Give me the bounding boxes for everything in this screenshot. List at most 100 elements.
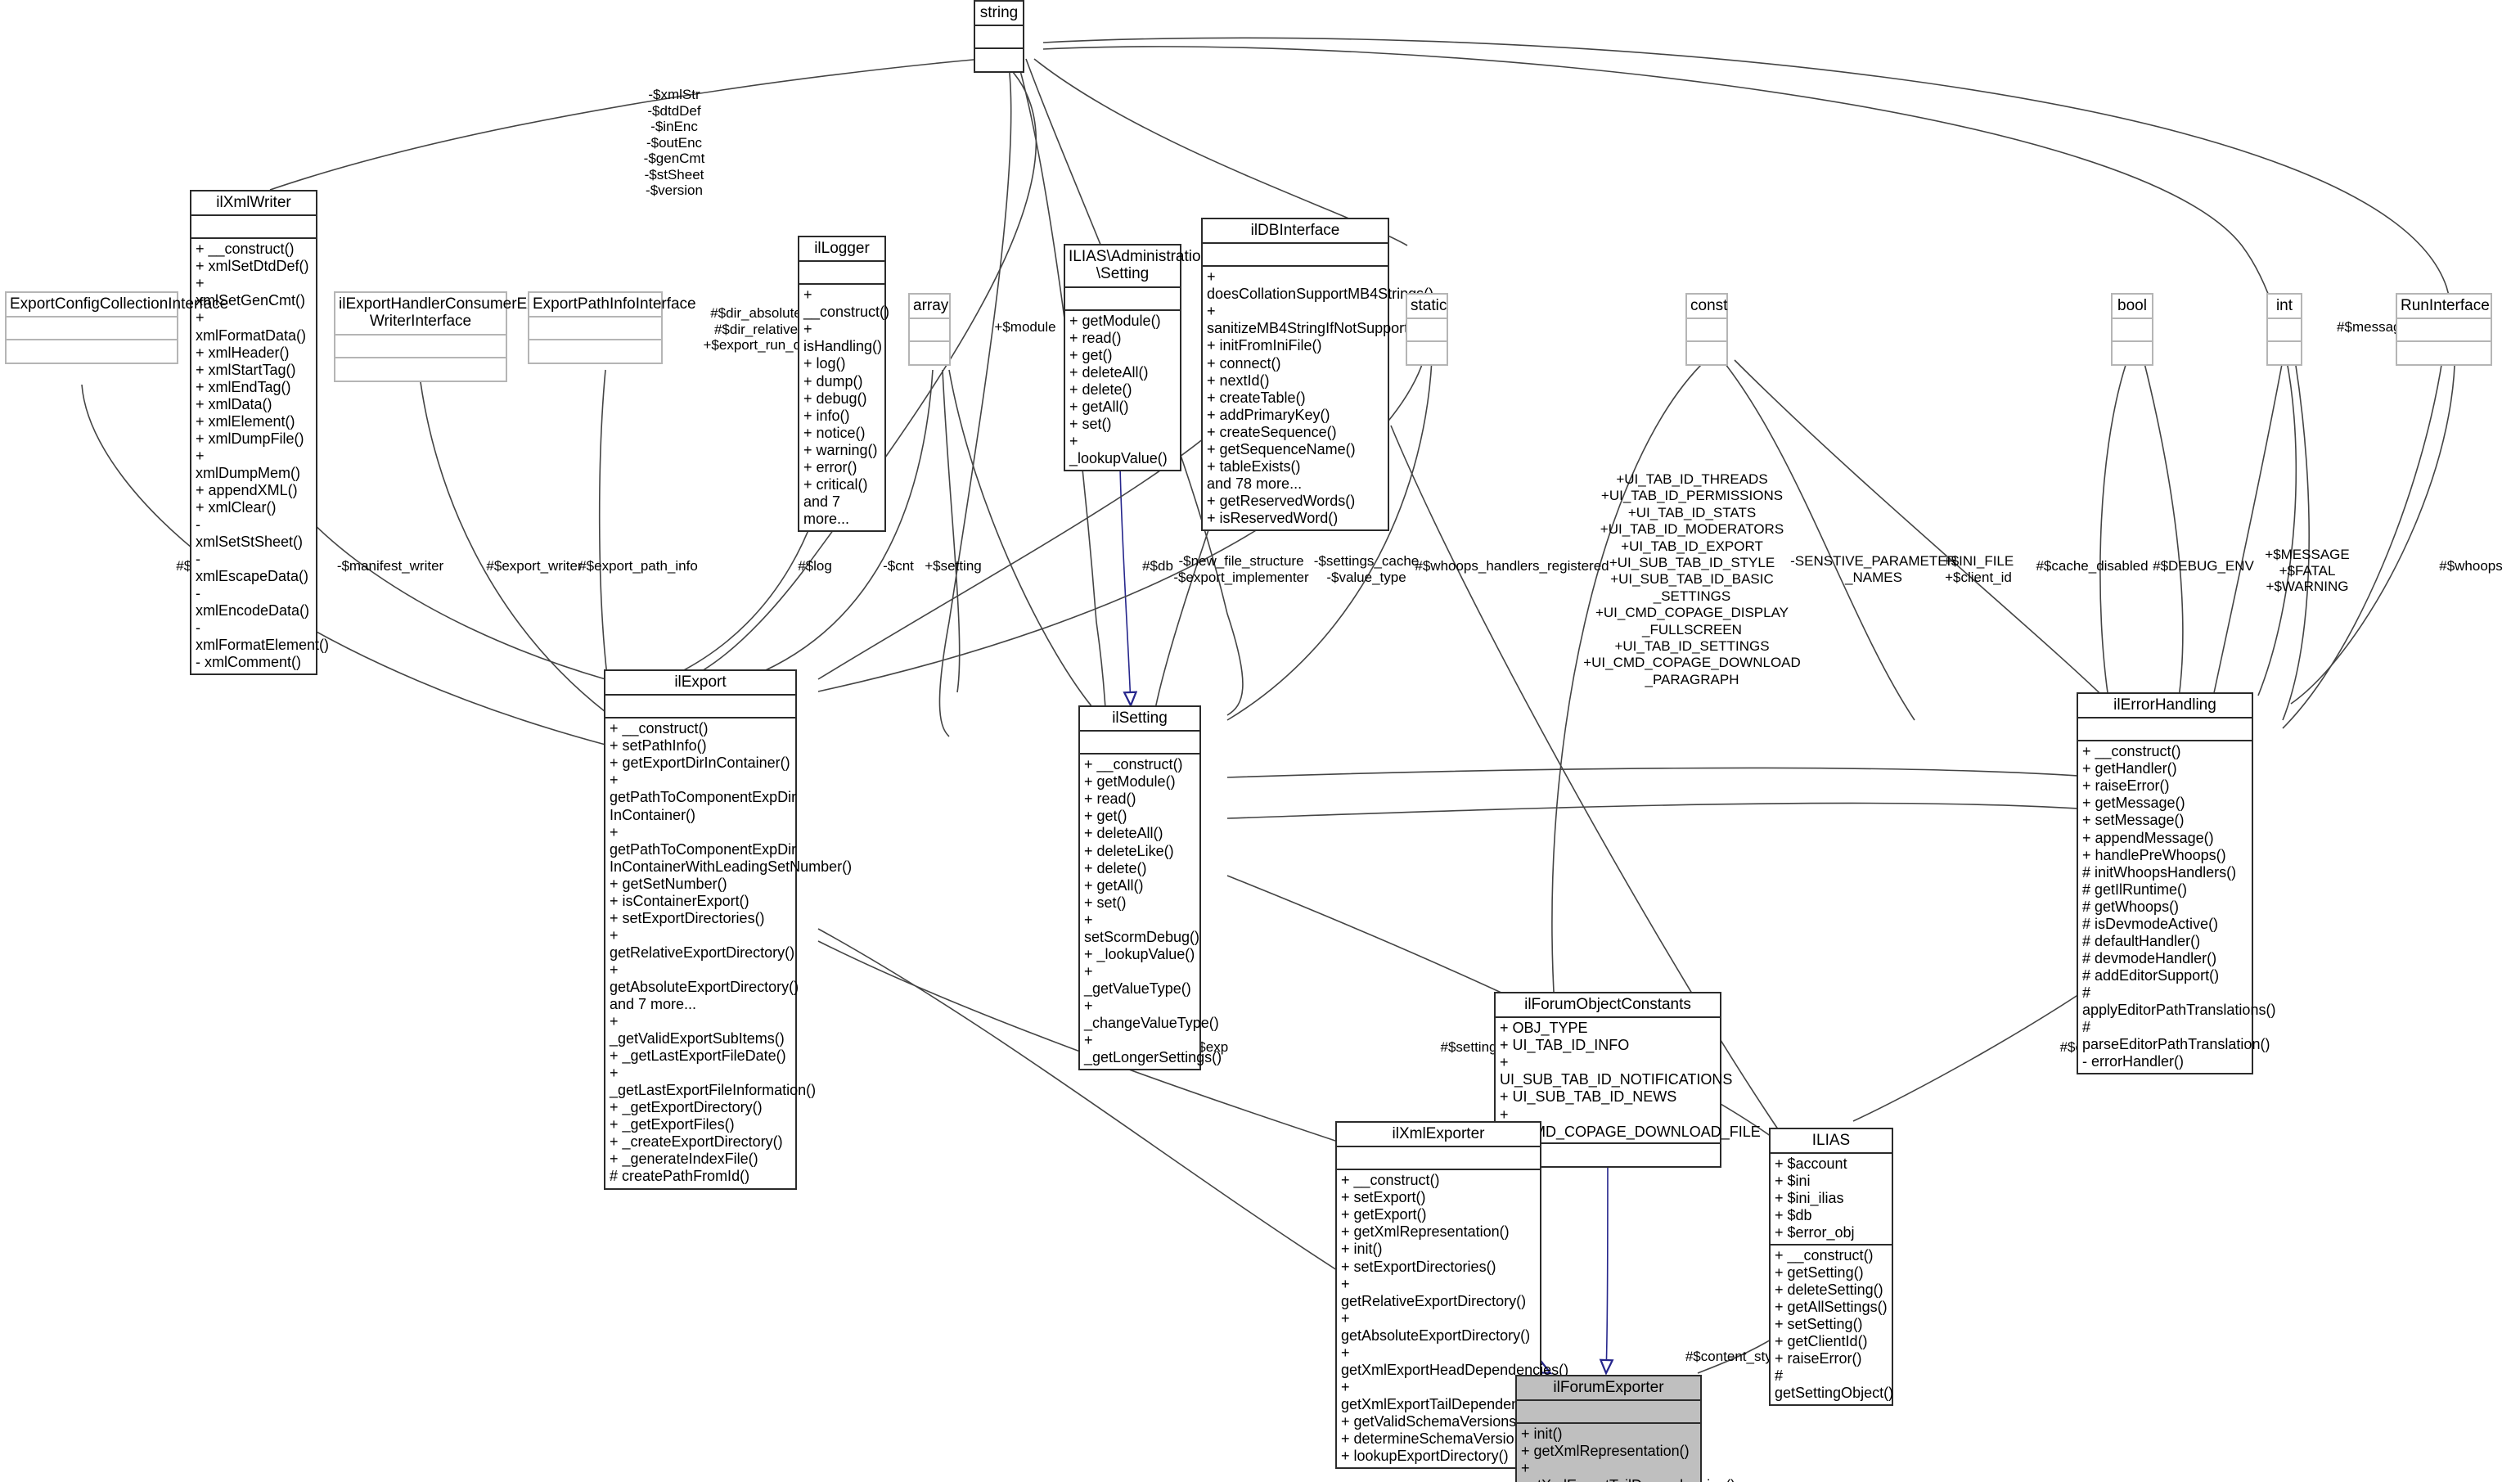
member-line: and 7 more... — [610, 996, 697, 1013]
node-RunInterface[interactable]: RunInterface — [2396, 293, 2492, 367]
node-ilExportHandlerConsumerExportWriterInterface[interactable]: ilExportHandlerConsumerExport WriterInte… — [334, 291, 561, 382]
member-line: + getXmlExportHeadDependencies() — [1341, 1344, 1569, 1378]
node-bool[interactable]: bool — [2111, 293, 2153, 367]
member-line: + getExportDirInContainer() — [610, 755, 790, 772]
member-line: + get() — [1069, 346, 1113, 363]
member-line: + __construct() — [1775, 1246, 1874, 1264]
node-title: ilXmlWriter — [191, 191, 316, 217]
member-line: + getAllSettings() — [1775, 1298, 1888, 1315]
node-ops — [2113, 342, 2152, 364]
member-line: + xmlStartTag() — [196, 361, 296, 378]
member-line: + setPathInfo() — [610, 737, 707, 755]
member-line: + handlePreWhoops() — [2082, 846, 2226, 863]
member-line: + get() — [1084, 808, 1127, 825]
node-title: static — [1407, 295, 1447, 320]
member-line: + getSequenceName() — [1207, 440, 1356, 457]
member-line: + _getLastExportFileDate() — [610, 1047, 786, 1065]
node-title: ExportPathInfoInterface — [529, 293, 696, 318]
node-const[interactable]: const — [1685, 293, 1728, 367]
member-line: + xmlSetGenCmt() — [196, 275, 306, 309]
member-line: + getModule() — [1084, 773, 1176, 791]
edge-label-export-path-info: #$export_path_info — [578, 558, 698, 574]
node-title: RunInterface — [2397, 295, 2491, 320]
node-ILIAS[interactable]: ILIAS + $account+ $ini+ $ini_ilias+ $db+… — [1769, 1128, 1893, 1406]
member-line: + xmlEndTag() — [196, 378, 291, 395]
member-line: + debug() — [803, 390, 867, 407]
member-line: + $ini — [1775, 1173, 1811, 1190]
node-array[interactable]: array — [908, 293, 951, 367]
member-line: + appendXML() — [196, 481, 298, 498]
member-line: + setExportDirectories() — [1341, 1258, 1496, 1275]
node-ExportConfigCollectionInterface[interactable]: ExportConfigCollectionInterface — [5, 291, 228, 365]
node-attrs — [2268, 319, 2301, 343]
member-line: - xmlEncodeData() — [196, 585, 310, 619]
node-title: ILIAS\Administration \Setting — [1065, 245, 1209, 288]
node-ExportPathInfoInterface[interactable]: ExportPathInfoInterface — [528, 291, 696, 365]
member-line: + delete() — [1069, 381, 1132, 398]
node-ilLogger[interactable]: ilLogger + __construct()+ isHandling()+ … — [798, 236, 889, 532]
node-title: ilLogger — [799, 237, 884, 263]
node-ilErrorHandling[interactable]: ilErrorHandling + __construct()+ getHand… — [2077, 692, 2275, 1075]
member-line: + warning() — [803, 441, 878, 458]
member-line: + $error_obj — [1775, 1224, 1855, 1241]
node-ILIAS-Administration-Setting[interactable]: ILIAS\Administration \Setting + getModul… — [1064, 244, 1209, 471]
node-title: array — [910, 295, 949, 320]
node-ops — [1407, 342, 1447, 364]
member-line: + UI_TAB_ID_INFO — [1500, 1037, 1630, 1054]
member-line: + log() — [803, 355, 846, 372]
node-ops: + __construct()+ getModule()+ read()+ ge… — [1080, 755, 1222, 1069]
node-ops — [335, 358, 506, 381]
member-line: + raiseError() — [1775, 1349, 1862, 1367]
member-line: + _lookupValue() — [1069, 432, 1168, 466]
node-attrs — [799, 262, 884, 286]
member-line: + getSetting() — [1775, 1264, 1864, 1281]
member-line: + getValidSchemaVersions() — [1341, 1412, 1527, 1430]
member-line: + getRelativeExportDirectory() — [610, 926, 795, 961]
node-title: ilForumExporter — [1517, 1376, 1700, 1402]
member-line: + OBJ_TYPE — [1500, 1020, 1588, 1037]
node-string[interactable]: string — [974, 0, 1024, 74]
member-line: + _generateIndexFile() — [610, 1151, 758, 1168]
member-line: + getAbsoluteExportDirectory() — [610, 961, 799, 995]
member-line: + getModule() — [1069, 312, 1161, 329]
member-line: + delete() — [1084, 859, 1147, 876]
node-int[interactable]: int — [2266, 293, 2302, 367]
node-ilExport[interactable]: ilExport + __construct()+ setPathInfo()+… — [604, 669, 852, 1190]
edge-label-db: #$db — [1142, 558, 1173, 574]
node-ops: + __construct()+ setPathInfo()+ getExpor… — [605, 718, 852, 1187]
node-ilDBInterface[interactable]: ilDBInterface + doesCollationSupportMB4S… — [1201, 218, 1434, 531]
member-line: + $account — [1775, 1155, 1847, 1173]
member-line: and 78 more... — [1207, 475, 1303, 492]
node-static[interactable]: static — [1406, 293, 1448, 367]
node-ilSetting[interactable]: ilSetting + __construct()+ getModule()+ … — [1078, 705, 1222, 1071]
member-line: + setScormDebug() — [1084, 911, 1200, 945]
node-ilXmlWriter[interactable]: ilXmlWriter + __construct()+ xmlSetDtdDe… — [190, 190, 329, 676]
member-line: + isContainerExport() — [610, 892, 749, 909]
edge-label-export-dirs: #$dir_absolute #$dir_relative +$export_r… — [703, 305, 809, 354]
member-line: + xmlHeader() — [196, 344, 290, 361]
node-title: ILIAS — [1771, 1129, 1892, 1155]
node-ilForumExporter[interactable]: ilForumExporter + init()+ getXmlRepresen… — [1515, 1375, 1735, 1482]
edge-label-debug-env: #$DEBUG_ENV — [2153, 558, 2254, 574]
member-line: + setMessage() — [2082, 812, 2185, 829]
node-title: ilDBInterface — [1203, 219, 1388, 245]
member-line: # getWhoops() — [2082, 898, 2180, 915]
member-line: + getAll() — [1084, 876, 1144, 894]
member-line: + UI_SUB_TAB_ID_NEWS — [1500, 1088, 1677, 1106]
member-line: + _getValueType() — [1084, 962, 1191, 997]
member-line: # initWhoopsHandlers() — [2082, 863, 2237, 881]
node-attrs — [1065, 288, 1180, 311]
member-line: + getExport() — [1341, 1206, 1427, 1223]
member-line: + getXmlRepresentation() — [1341, 1223, 1510, 1241]
node-ops — [910, 342, 949, 364]
member-line: + deleteSetting() — [1775, 1281, 1883, 1298]
member-line: + init() — [1341, 1241, 1383, 1258]
edge-label-cache-disabled: #$cache_disabled — [2036, 558, 2149, 574]
node-ilXmlExporter[interactable]: ilXmlExporter + __construct()+ setExport… — [1335, 1121, 1569, 1470]
member-line: + isHandling() — [803, 321, 883, 355]
member-line: + getMessage() — [2082, 795, 2185, 812]
member-line: + nextId() — [1207, 372, 1270, 389]
member-line: + xmlDumpFile() — [196, 430, 304, 447]
member-line: + _lookupValue() — [1084, 945, 1195, 962]
edge-label-setting: +$setting — [925, 558, 982, 574]
